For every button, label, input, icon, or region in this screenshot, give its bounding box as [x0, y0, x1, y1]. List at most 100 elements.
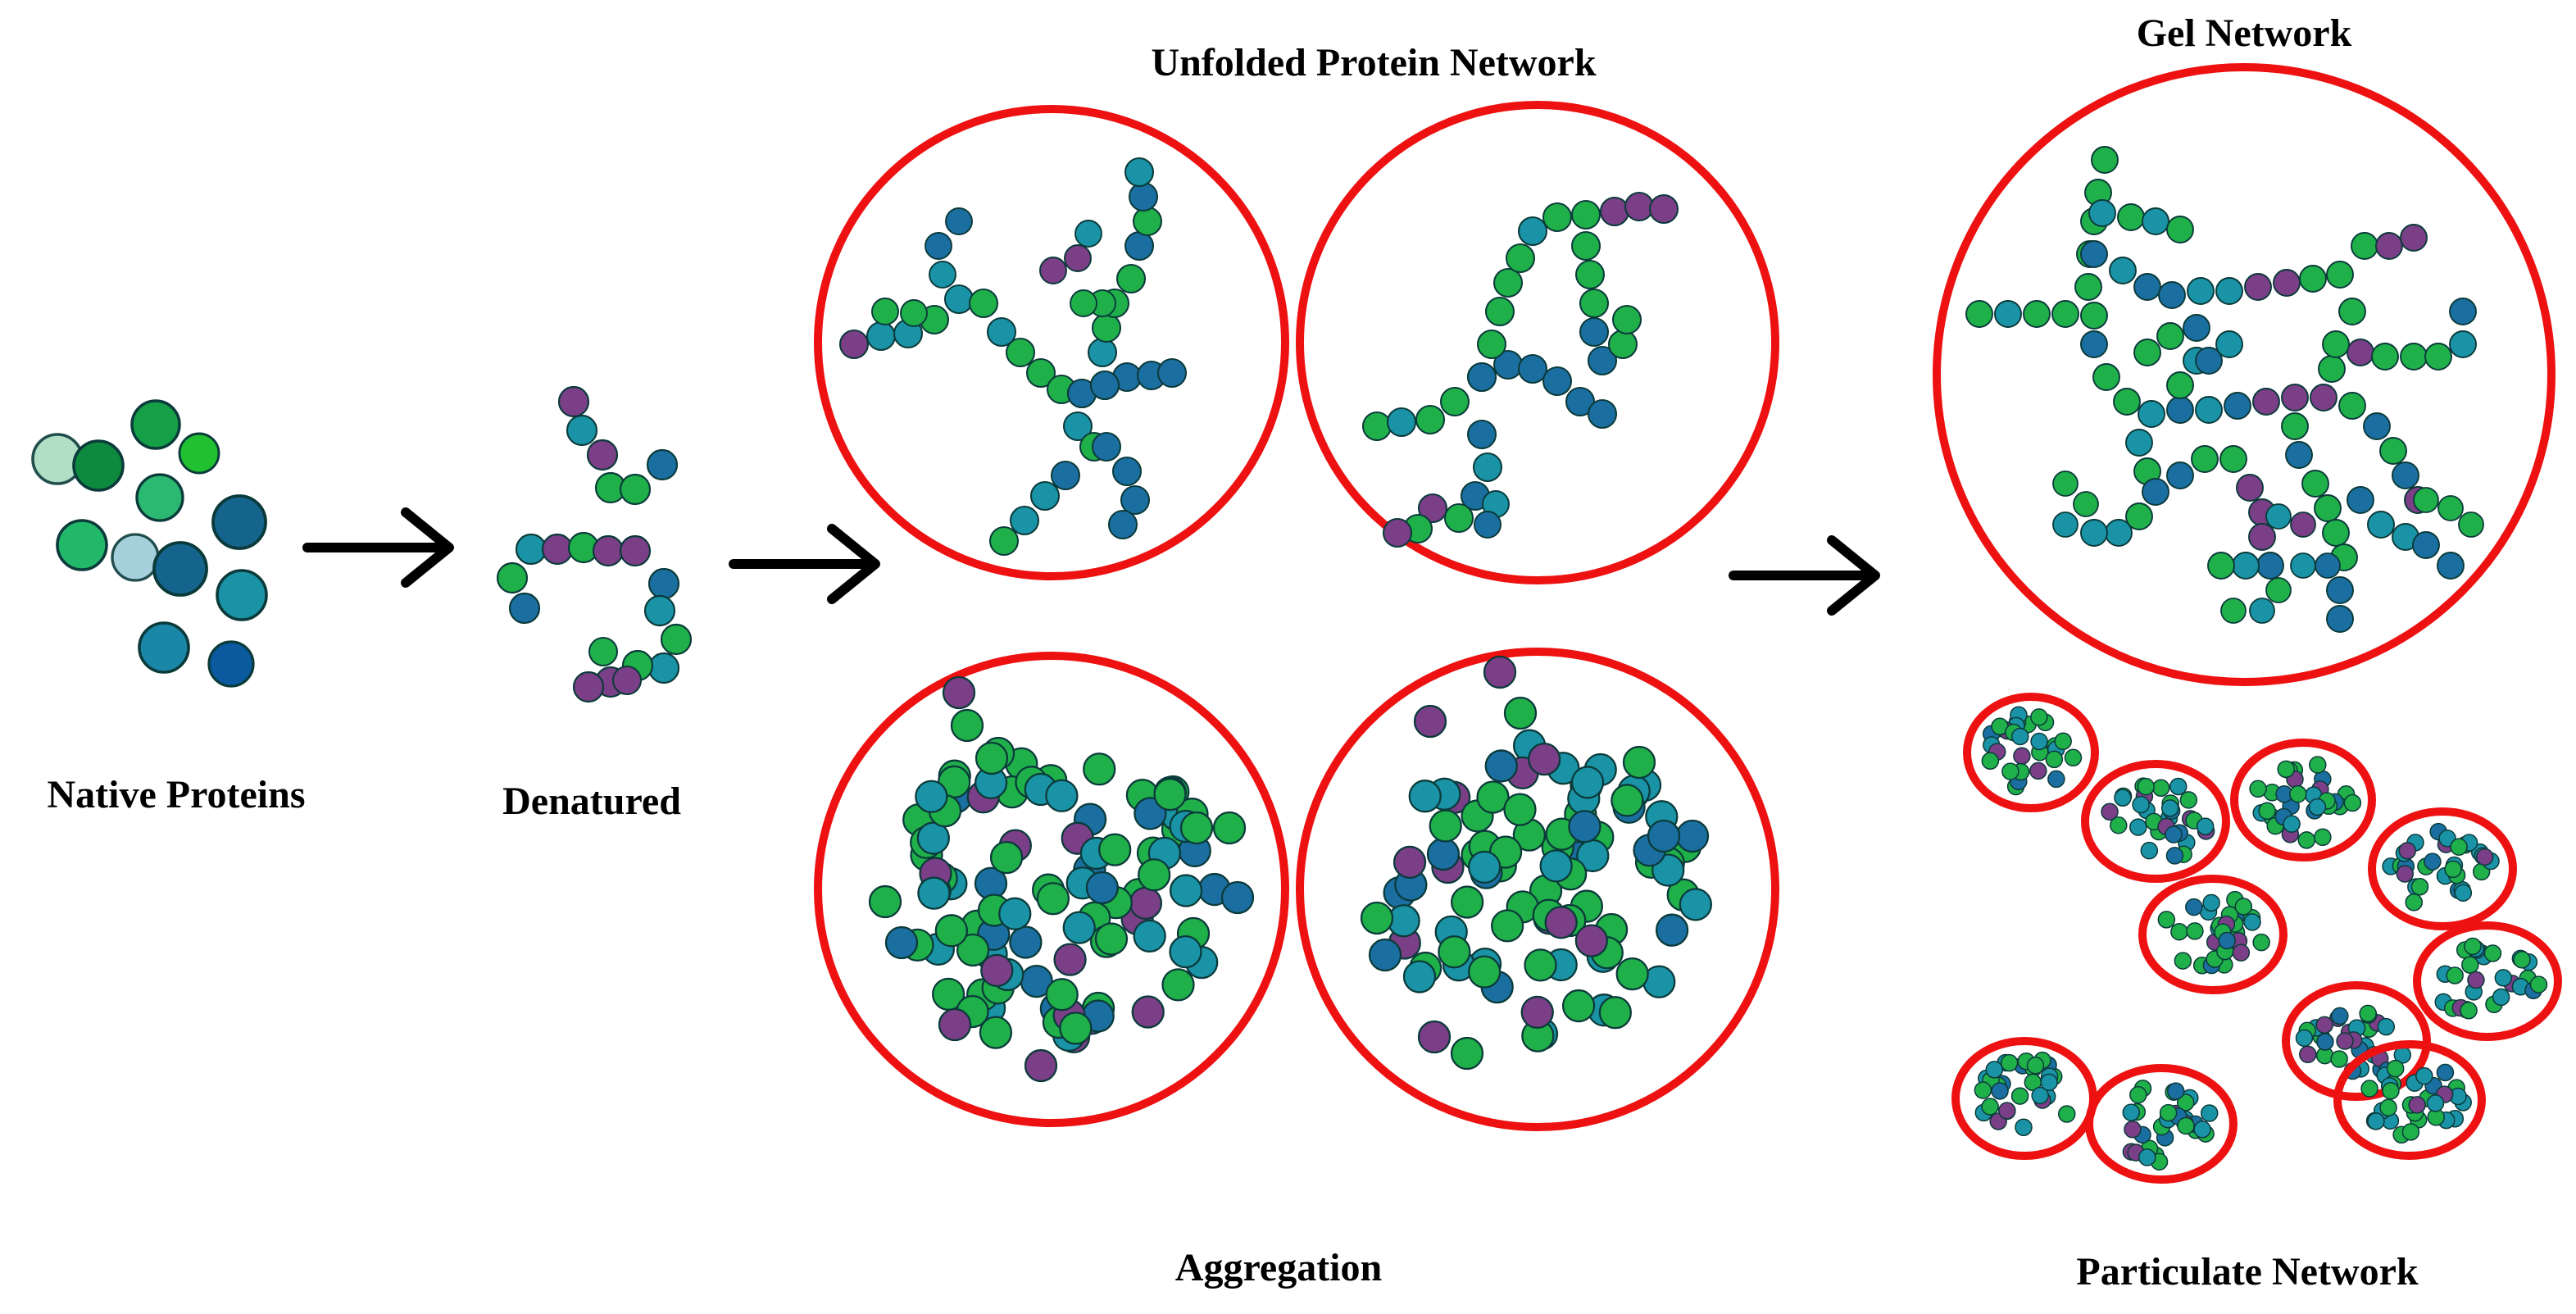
protein-bead: [1622, 745, 1656, 780]
protein-bead: [1568, 810, 1601, 843]
protein-bead: [1153, 777, 1187, 812]
protein-bead: [130, 399, 181, 450]
protein-bead: [1648, 193, 1679, 225]
protein-bead: [1115, 263, 1147, 294]
protein-bead: [943, 284, 975, 315]
protein-bead: [496, 562, 529, 594]
arrow-1: [302, 507, 454, 588]
particle-ring: [2368, 807, 2517, 930]
protein-bead: [1169, 934, 1202, 969]
protein-bead: [2142, 207, 2169, 235]
protein-bead: [2363, 412, 2391, 440]
protein-bead: [2458, 512, 2484, 538]
protein-bead: [1528, 743, 1561, 776]
protein-bead: [2249, 598, 2275, 624]
protein-bead: [1484, 749, 1518, 783]
protein-bead: [1524, 948, 1557, 982]
protein-bead: [968, 288, 999, 319]
protein-bead: [646, 448, 679, 481]
protein-bead: [980, 953, 1014, 988]
protein-bead: [2400, 224, 2428, 252]
protein-bead: [1133, 919, 1166, 953]
protein-bead: [2088, 199, 2116, 227]
protein-bead: [2045, 750, 2064, 769]
protein-bead: [2290, 552, 2316, 579]
protein-bead: [2367, 1112, 2385, 1130]
protein-bead: [1107, 509, 1138, 540]
protein-bead: [2129, 1085, 2147, 1104]
protein-bead: [2133, 339, 2161, 366]
protein-bead: [138, 621, 190, 674]
ring-aggregate-1: [814, 652, 1289, 1127]
protein-bead: [1599, 196, 1630, 227]
protein-bead: [1402, 960, 1437, 993]
protein-bead: [1062, 411, 1093, 442]
protein-bead: [541, 533, 574, 566]
protein-bead: [1981, 1098, 1999, 1116]
protein-bead: [1539, 849, 1573, 883]
protein-bead: [871, 298, 899, 325]
protein-bead: [2360, 1080, 2378, 1098]
protein-bead: [1579, 316, 1610, 348]
protein-bead: [1561, 989, 1596, 1023]
particle-ring: [2282, 981, 2431, 1101]
particle-ring: [2413, 921, 2562, 1041]
protein-bead: [1085, 871, 1119, 905]
protein-bead: [1579, 288, 1610, 319]
protein-bead: [1128, 181, 1159, 212]
protein-bead: [938, 1007, 972, 1042]
protein-bead: [2290, 512, 2316, 538]
protein-bead: [2464, 937, 2482, 956]
protein-bead: [2314, 828, 2332, 847]
protein-bead: [1503, 793, 1537, 826]
protein-bead: [2396, 865, 2415, 883]
protein-bead: [1426, 837, 1461, 871]
protein-bead: [2080, 240, 2108, 268]
protein-bead: [1647, 819, 1681, 853]
protein-bead: [2326, 605, 2354, 633]
protein-bead: [2166, 396, 2194, 424]
protein-bead: [2101, 802, 2119, 821]
protein-bead: [1029, 480, 1061, 512]
protein-bead: [1120, 484, 1151, 516]
protein-bead: [1587, 398, 1618, 430]
protein-bead: [2331, 1007, 2349, 1025]
protein-bead: [2169, 777, 2188, 796]
protein-bead: [2080, 519, 2108, 547]
protein-bead: [2289, 784, 2307, 803]
protein-bead: [2460, 1001, 2478, 1020]
protein-bead: [1542, 366, 1573, 397]
protein-bead: [2277, 760, 2295, 779]
protein-bead: [2159, 1103, 2178, 1122]
protein-bead: [2073, 491, 2099, 517]
protein-bead: [2283, 815, 2301, 833]
protein-bead: [2273, 269, 2301, 297]
protein-bead: [989, 840, 1024, 875]
protein-bead: [619, 534, 652, 567]
protein-bead: [2054, 732, 2072, 751]
protein-bead: [1036, 882, 1070, 916]
arrow-3: [1729, 535, 1880, 616]
protein-bead: [2347, 486, 2374, 514]
protein-bead: [2125, 429, 2153, 457]
protein-bead: [2258, 802, 2276, 821]
protein-bead: [2343, 793, 2362, 812]
protein-bead: [950, 708, 984, 743]
protein-bead: [1089, 370, 1120, 401]
protein-bead: [1675, 819, 1710, 853]
protein-bead: [2110, 816, 2128, 834]
protein-bead: [2040, 1073, 2058, 1092]
protein-bead: [1981, 752, 2000, 770]
protein-bead: [1413, 704, 1447, 739]
protein-bead: [2410, 877, 2429, 896]
protein-bead: [2091, 146, 2119, 174]
aggregate-cluster-1: [868, 675, 1255, 1083]
protein-bead: [988, 525, 1020, 557]
protein-bead: [1039, 257, 1067, 284]
protein-bead: [1064, 244, 1092, 272]
protein-bead: [2047, 770, 2065, 789]
protein-bead: [1476, 329, 1507, 360]
protein-bead: [2023, 300, 2051, 328]
protein-bead: [1505, 243, 1536, 274]
label-aggregation: Aggregation: [1175, 1246, 1382, 1289]
